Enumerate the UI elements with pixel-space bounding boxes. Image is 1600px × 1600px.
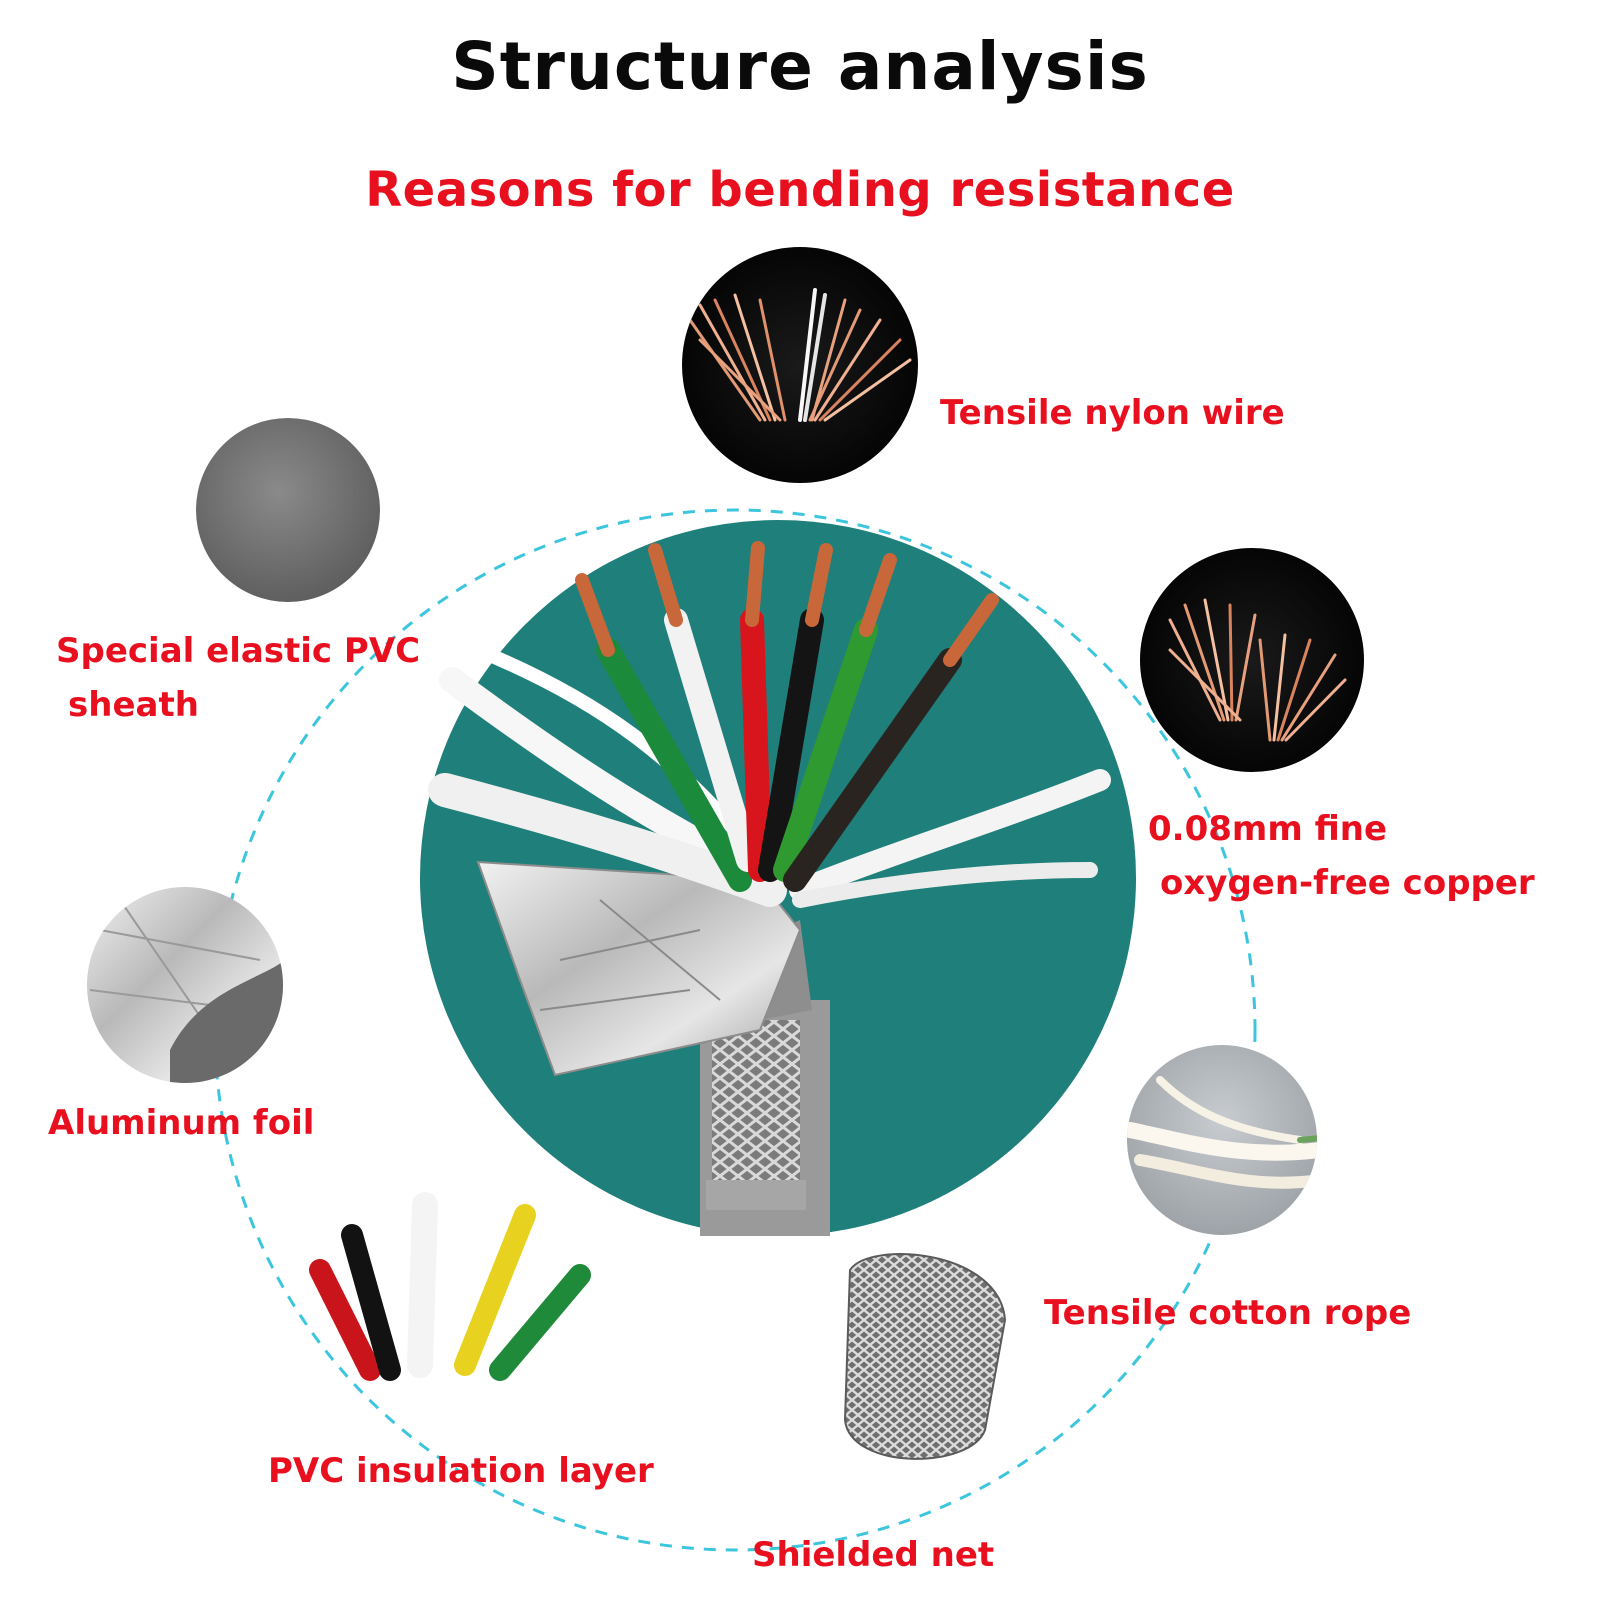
label-pvc-sheath-line1: Special elastic PVC [56,631,421,671]
aluminum-foil-icon [87,887,283,1083]
label-tensile-cotton-rope: Tensile cotton rope [1044,1293,1412,1333]
label-pvc-sheath-line2: sheath [68,685,199,725]
label-shielded-net: Shielded net [752,1535,995,1575]
page-title: Structure analysis [451,28,1149,105]
grey-pvc-sheath-icon [196,418,380,602]
label-fine-copper: 0.08mm fine oxygen-free copper [1148,802,1535,910]
label-pvc-sheath: Special elastic PVC sheath [56,624,420,732]
label-pvc-insulation-layer: PVC insulation layer [268,1451,654,1491]
copper-strands-with-nylon-icon [682,247,918,483]
label-aluminum-foil: Aluminum foil [48,1103,315,1143]
fine-copper-strands-icon [1140,548,1364,772]
page-subtitle: Reasons for bending resistance [365,162,1235,218]
label-fine-copper-line2: oxygen-free copper [1160,863,1535,903]
braided-shield-icon [843,1253,1007,1460]
label-tensile-nylon-wire: Tensile nylon wire [940,393,1285,433]
cable-cross-section-icon [420,520,1136,1236]
cotton-rope-icon [1127,1045,1317,1235]
label-fine-copper-line1: 0.08mm fine [1148,809,1388,849]
colored-insulated-wires-icon [309,1192,591,1381]
